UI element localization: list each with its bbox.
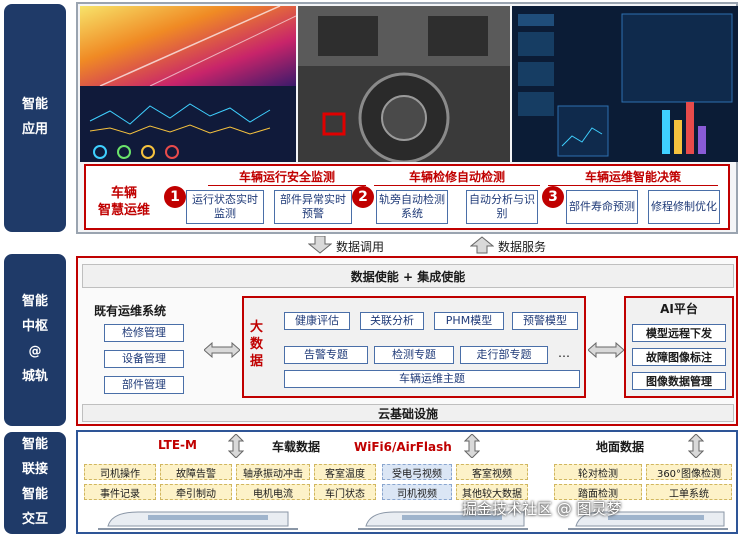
thermal-monitor-screenshot — [80, 6, 296, 162]
sidebar-label: 智能 — [21, 437, 48, 453]
ground-item: 轮对检测 — [554, 464, 642, 480]
ground-data-label: 地面数据 — [596, 440, 645, 454]
onboard-item: 司机操作 — [84, 464, 156, 480]
legacy-item-repair[interactable]: 检修管理 — [104, 324, 184, 342]
ground-item: 踏面检测 — [554, 484, 642, 500]
module-trackside-detection[interactable]: 轨旁自动检测系统 — [376, 190, 448, 224]
hub-layer-panel: 数据使能 + 集成使能 既有运维系统 检修管理 设备管理 部件管理 大数据 健康… — [76, 256, 738, 426]
connect-layer-panel: LTE-M 车载数据 WiFi6/AirFlash 地面数据 司机操作 故障告警… — [76, 430, 738, 534]
ai-item-image-label[interactable]: 故障图像标注 — [632, 348, 726, 366]
legacy-system-group: 既有运维系统 检修管理 设备管理 部件管理 — [88, 300, 218, 400]
double-arrow-vertical-icon — [687, 433, 705, 459]
module-maintenance-optimization[interactable]: 修程修制优化 — [648, 190, 720, 224]
flow-label-up: 数据服务 — [498, 240, 547, 254]
flow-label-down: 数据调用 — [336, 240, 385, 254]
wifi-label: WiFi6/AirFlash — [354, 440, 452, 454]
module-life-prediction[interactable]: 部件寿命预测 — [566, 190, 638, 224]
sidebar-label: 联接 — [21, 462, 48, 478]
vehicle-maintenance-app-box: 车辆 智慧运维 车辆运行安全监测 车辆检修自动检测 车辆运维智能决策 1 2 3… — [84, 164, 730, 230]
section-header-2: 车辆检修自动检测 — [374, 168, 540, 186]
step-badge-3: 3 — [542, 186, 564, 208]
bottom-bar-cloud-infrastructure: 云基础设施 — [82, 404, 734, 422]
double-arrow-vertical-icon — [463, 433, 481, 459]
big-data-box: 大数据 健康评估 关联分析 PHM模型 预警模型 告警专题 检测专题 走行部专题… — [242, 296, 586, 398]
sidebar-label: 应用 — [21, 122, 48, 137]
sidebar-label: 城轨 — [21, 368, 48, 384]
sidebar-label: 交互 — [21, 511, 48, 527]
model-phm[interactable]: PHM模型 — [434, 312, 504, 330]
double-arrow-icon — [587, 341, 625, 359]
module-auto-analysis[interactable]: 自动分析与识别 — [466, 190, 538, 224]
video-item: 司机视频 — [382, 484, 452, 500]
train-icon — [358, 506, 528, 532]
train-icon — [98, 506, 298, 532]
ai-item-image-data[interactable]: 图像数据管理 — [632, 372, 726, 390]
onboard-item: 客室温度 — [314, 464, 376, 480]
ground-item: 360°图像检测 — [646, 464, 732, 480]
top-bar-data-enablement: 数据使能 + 集成使能 — [82, 264, 734, 288]
bogie-inspection-screenshot — [298, 6, 510, 162]
video-item: 受电弓视频 — [382, 464, 452, 480]
module-part-anomaly-warning[interactable]: 部件异常实时预警 — [274, 190, 352, 224]
step-badge-2: 2 — [352, 186, 374, 208]
sidebar-hub-layer: 智能 中枢 @ 城轨 — [4, 254, 66, 426]
step-badge-1: 1 — [164, 186, 186, 208]
section-header-3: 车辆运维智能决策 — [548, 168, 718, 186]
application-layer-panel: 车辆 智慧运维 车辆运行安全监测 车辆检修自动检测 车辆运维智能决策 1 2 3… — [76, 2, 738, 234]
video-item: 其他较大数据 — [456, 484, 528, 500]
arrow-up-icon — [469, 236, 495, 254]
video-item: 客室视频 — [456, 464, 528, 480]
topic-detection[interactable]: 检测专题 — [374, 346, 454, 364]
ground-item: 工单系统 — [646, 484, 732, 500]
onboard-item: 轴承振动冲击 — [236, 464, 310, 480]
onboard-item: 事件记录 — [84, 484, 156, 500]
onboard-item: 牵引制动 — [160, 484, 232, 500]
onboard-item: 电机电流 — [236, 484, 310, 500]
sidebar-label: 智能 — [21, 97, 48, 113]
decision-dashboard-screenshot — [512, 6, 738, 162]
topic-alarm[interactable]: 告警专题 — [284, 346, 368, 364]
arrow-down-icon — [307, 235, 333, 254]
sidebar-label: 智能 — [21, 487, 48, 502]
theme-vehicle-maintenance[interactable]: 车辆运维主题 — [284, 370, 580, 388]
onboard-item: 故障告警 — [160, 464, 232, 480]
onboard-data-label: 车载数据 — [272, 440, 321, 454]
train-icon — [568, 506, 728, 532]
app-title: 车辆 智慧运维 — [92, 186, 156, 220]
model-warning[interactable]: 预警模型 — [512, 312, 578, 330]
app-title-line: 车辆 — [110, 186, 137, 201]
topic-more: … — [558, 346, 570, 360]
sidebar-label: 智能 — [21, 294, 48, 310]
ai-item-model-deploy[interactable]: 模型远程下发 — [632, 324, 726, 342]
double-arrow-icon — [203, 341, 241, 359]
ai-platform-title: AI平台 — [660, 302, 698, 316]
onboard-item: 车门状态 — [314, 484, 376, 500]
legacy-system-title: 既有运维系统 — [94, 304, 167, 318]
sidebar-label: 中枢 — [21, 319, 48, 335]
sidebar-label: @ — [28, 344, 42, 359]
double-arrow-vertical-icon — [227, 433, 245, 459]
watermark: 掘金技术社区 @ 图灵梦 — [462, 500, 622, 518]
lte-m-label: LTE-M — [158, 438, 197, 452]
model-correlation-analysis[interactable]: 关联分析 — [360, 312, 424, 330]
app-title-line: 智慧运维 — [97, 202, 150, 218]
legacy-item-parts[interactable]: 部件管理 — [104, 376, 184, 394]
sidebar-connect-layer: 智能 联接 智能 交互 — [4, 432, 66, 534]
module-runtime-monitoring[interactable]: 运行状态实时监测 — [186, 190, 264, 224]
model-health-assessment[interactable]: 健康评估 — [284, 312, 350, 330]
sidebar-app-layer: 智能 应用 — [4, 4, 66, 232]
big-data-title: 大数据 — [250, 320, 264, 369]
topic-running-gear[interactable]: 走行部专题 — [460, 346, 548, 364]
ai-platform-box: AI平台 模型远程下发 故障图像标注 图像数据管理 — [624, 296, 734, 398]
legacy-item-equipment[interactable]: 设备管理 — [104, 350, 184, 368]
section-header-1: 车辆运行安全监测 — [208, 168, 366, 186]
